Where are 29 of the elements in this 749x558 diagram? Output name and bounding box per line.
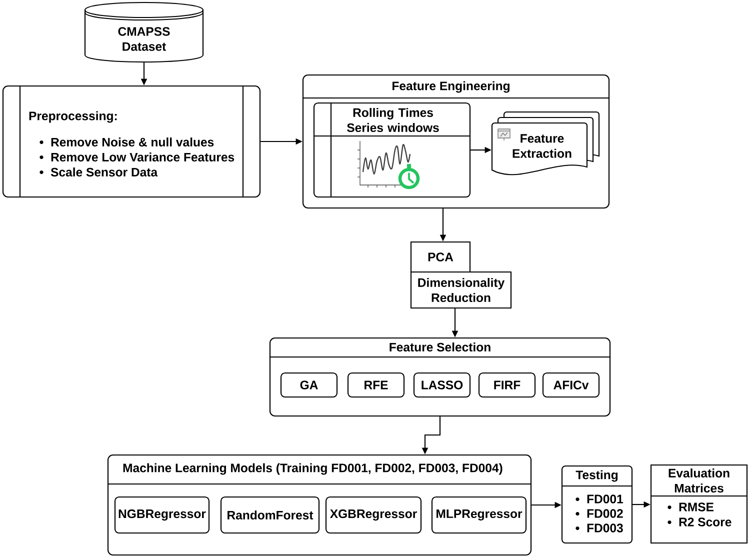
box-heading: PCA [428,252,454,262]
method-box: FIRF [478,372,536,398]
method-box: LASSO [413,372,471,398]
model-box: XGBRegressor [325,496,422,534]
box-heading: Rolling Times Series windows [347,108,439,132]
list-item: Scale Sensor Data [50,168,158,177]
document-stack: Feature Extraction [491,111,600,176]
panel-heading: Feature Engineering [392,81,510,93]
panel-heading: Feature Selection [390,342,490,352]
list-item: R2 Score [679,518,732,526]
box-heading: Preprocessing: [29,111,117,123]
list-item: FD001 [587,494,624,504]
method-box: RFE [347,372,405,398]
model-box: MLPRegressor [431,496,527,534]
method-box: GA [280,372,338,398]
model-box: RandomForest [220,496,320,534]
box-heading: Testing [576,470,618,482]
box-label: Dimensionality Reduction [418,278,505,302]
list-item: FD002 [587,509,623,518]
tabbed-box [410,241,512,309]
list-item: Remove Low Variance Features [51,152,234,162]
panel-heading: Machine Learning Models (Training FD001, FD002, FD003, FD004) [123,463,502,475]
model-box: NGBRegressor [114,496,210,534]
list-item: RMSE [679,502,714,512]
database-cylinder: CMAPSS Dataset [84,2,204,63]
box-heading: Evaluation Matrices [668,468,730,493]
list-item: FD003 [587,524,623,532]
method-box: AFICv [542,372,600,398]
list-item: Remove Noise & null values [51,138,214,147]
